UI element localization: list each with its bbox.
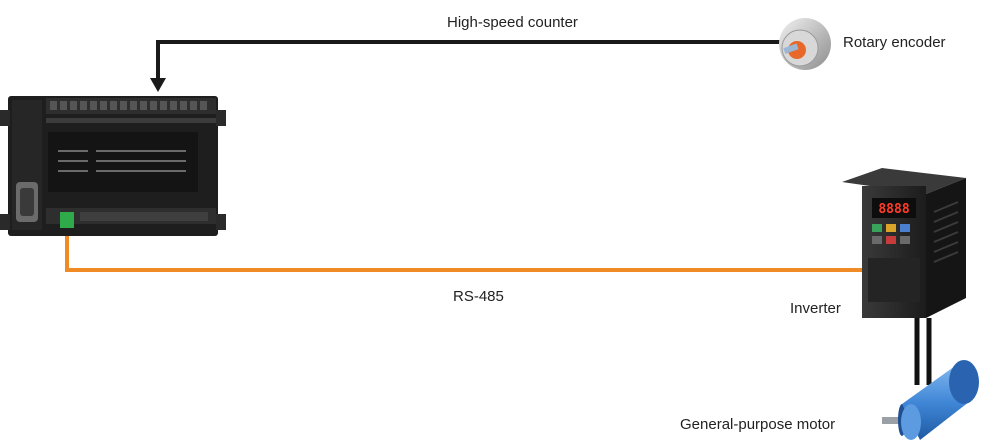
high-speed-counter-label: High-speed counter: [447, 14, 578, 31]
rotary-encoder-icon: [779, 18, 831, 70]
rs485-line: [65, 226, 872, 272]
inverter-icon: 8888: [842, 168, 966, 318]
rotary-encoder-label: Rotary encoder: [843, 34, 946, 51]
plc-controller-icon: [0, 96, 226, 236]
motor-cable: [914, 318, 932, 385]
inverter-label: Inverter: [790, 300, 841, 317]
motor-label: General-purpose motor: [680, 416, 836, 433]
high-speed-counter-line: [150, 40, 788, 92]
rs485-terminal: [60, 212, 74, 228]
rs485-label: RS-485: [453, 288, 504, 305]
inverter-display: 8888: [878, 202, 909, 217]
arrow-down-icon: [150, 78, 166, 92]
motor-icon: [882, 360, 979, 440]
